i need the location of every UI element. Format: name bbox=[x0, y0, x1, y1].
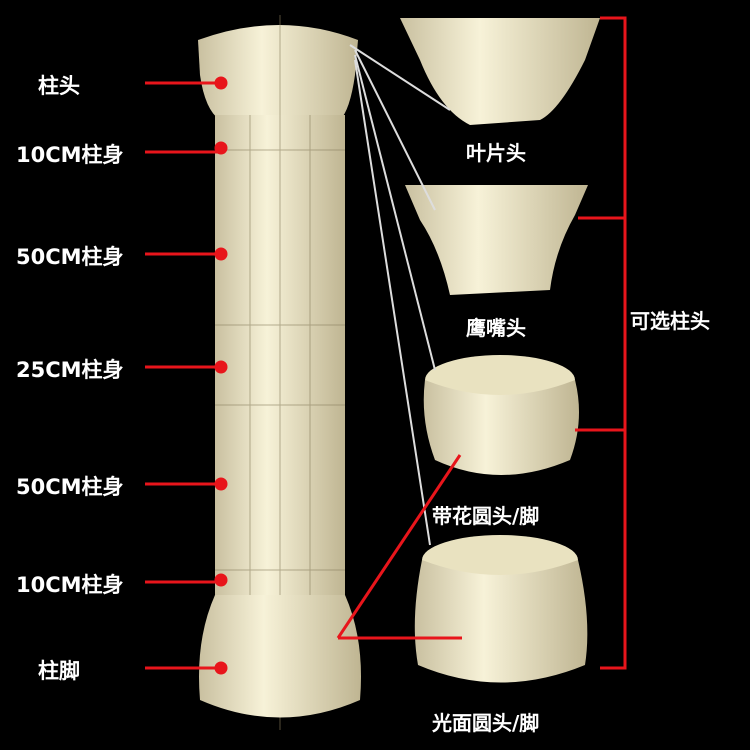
label-base: 柱脚 bbox=[38, 659, 80, 683]
optional-capital-bracket bbox=[575, 16, 627, 670]
column-mold bbox=[198, 15, 361, 730]
plain-round-mold bbox=[414, 535, 588, 683]
label-leaf-capital: 叶片头 bbox=[466, 141, 526, 165]
leaf-capital-mold bbox=[400, 18, 600, 125]
eagle-beak-capital-mold bbox=[405, 185, 588, 295]
label-plain-round: 光面圆头/脚 bbox=[432, 711, 540, 735]
label-flower-round: 带花圆头/脚 bbox=[432, 504, 540, 528]
label-capital: 柱头 bbox=[38, 74, 80, 98]
label-shaft-10cm-bottom: 10CM柱身 bbox=[16, 573, 124, 597]
label-optional-capital: 可选柱头 bbox=[630, 309, 710, 333]
label-shaft-25cm: 25CM柱身 bbox=[16, 358, 124, 382]
flower-round-mold bbox=[423, 355, 579, 475]
label-shaft-10cm-top: 10CM柱身 bbox=[16, 143, 124, 167]
label-shaft-50cm-upper: 50CM柱身 bbox=[16, 245, 124, 269]
label-eagle-capital: 鹰嘴头 bbox=[466, 316, 526, 340]
left-pointers bbox=[145, 76, 462, 675]
label-shaft-50cm-lower: 50CM柱身 bbox=[16, 475, 124, 499]
